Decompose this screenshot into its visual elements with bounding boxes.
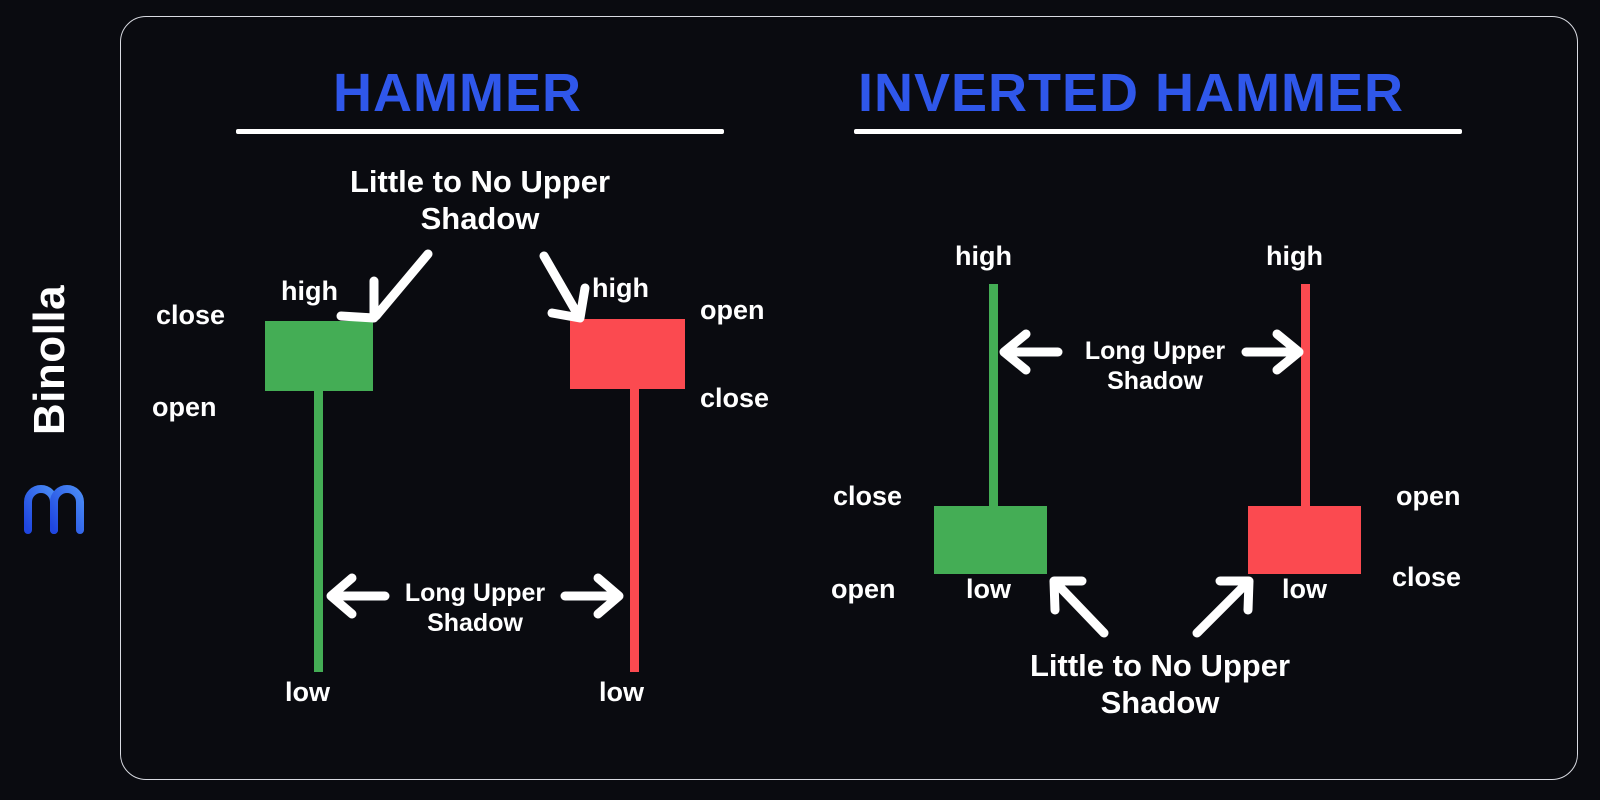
candle-lower-wick-hammer-bearish	[630, 389, 639, 672]
note-inverted-bottom-line2: Shadow	[1100, 684, 1220, 720]
note-hammer-top-line1: Little to No Upper	[349, 164, 611, 199]
note-inverted-middle-line1: Long Upper	[1084, 337, 1226, 365]
label-hammer-bearish-low: low	[599, 677, 644, 707]
arrow-left-inverted-shadow-icon	[999, 329, 1063, 375]
candle-body-inverted-bearish	[1248, 506, 1361, 574]
arrow-down-right-hammer-bearish-icon	[539, 251, 590, 323]
arrow-right-inverted-shadow-icon	[1241, 329, 1304, 375]
note-hammer-bottom-line2: Shadow	[427, 609, 523, 637]
candle-upper-wick-inverted-bullish	[989, 284, 998, 518]
label-inverted-bullish-high: high	[955, 241, 1012, 271]
panel-title-underline-inverted-hammer	[854, 129, 1462, 134]
brand-wordmark: Binolla	[25, 284, 74, 436]
arrow-up-right-inverted-bearish-icon	[1192, 576, 1254, 638]
label-inverted-bearish-open: open	[1396, 481, 1461, 511]
label-inverted-bullish-close: close	[833, 481, 903, 511]
label-inverted-bullish-open: open	[831, 574, 896, 604]
candle-upper-wick-inverted-bearish	[1301, 284, 1310, 514]
note-inverted-bottom: Little to No Upper Shadow	[975, 648, 1345, 721]
candle-body-hammer-bullish	[265, 321, 373, 391]
label-inverted-bearish-low: low	[1282, 574, 1327, 604]
note-inverted-middle-line2: Shadow	[1107, 367, 1203, 395]
label-hammer-bearish-open: open	[700, 295, 765, 325]
candle-body-inverted-bullish	[934, 506, 1047, 574]
arrow-up-left-inverted-bullish-icon	[1049, 576, 1109, 638]
note-inverted-middle: Long Upper Shadow	[1070, 336, 1240, 396]
binolla-m-logo-icon	[22, 472, 90, 534]
note-hammer-bottom: Long Upper Shadow	[355, 578, 595, 638]
label-hammer-bearish-high: high	[592, 273, 649, 303]
label-inverted-bearish-close: close	[1392, 562, 1462, 592]
arrow-down-left-hammer-bullish-icon	[336, 249, 433, 323]
label-hammer-bullish-open: open	[152, 392, 217, 422]
label-inverted-bullish-low: low	[966, 574, 1011, 604]
candle-lower-wick-hammer-bullish	[314, 391, 323, 672]
label-hammer-bullish-close: close	[156, 300, 226, 330]
note-hammer-top: Little to No Upper Shadow	[300, 164, 660, 237]
candle-body-hammer-bearish	[570, 319, 685, 389]
note-hammer-bottom-line1: Long Upper	[404, 579, 546, 607]
note-inverted-bottom-line1: Little to No Upper	[1029, 648, 1291, 683]
panel-title-underline-hammer	[236, 129, 724, 134]
label-hammer-bullish-low: low	[285, 677, 330, 707]
panel-title-hammer: HAMMER	[333, 63, 582, 123]
label-inverted-bearish-high: high	[1266, 241, 1323, 271]
label-hammer-bullish-high: high	[281, 276, 338, 306]
panel-title-inverted-hammer: INVERTED HAMMER	[858, 63, 1405, 123]
label-hammer-bearish-close: close	[700, 383, 770, 413]
note-hammer-top-line2: Shadow	[420, 200, 540, 236]
